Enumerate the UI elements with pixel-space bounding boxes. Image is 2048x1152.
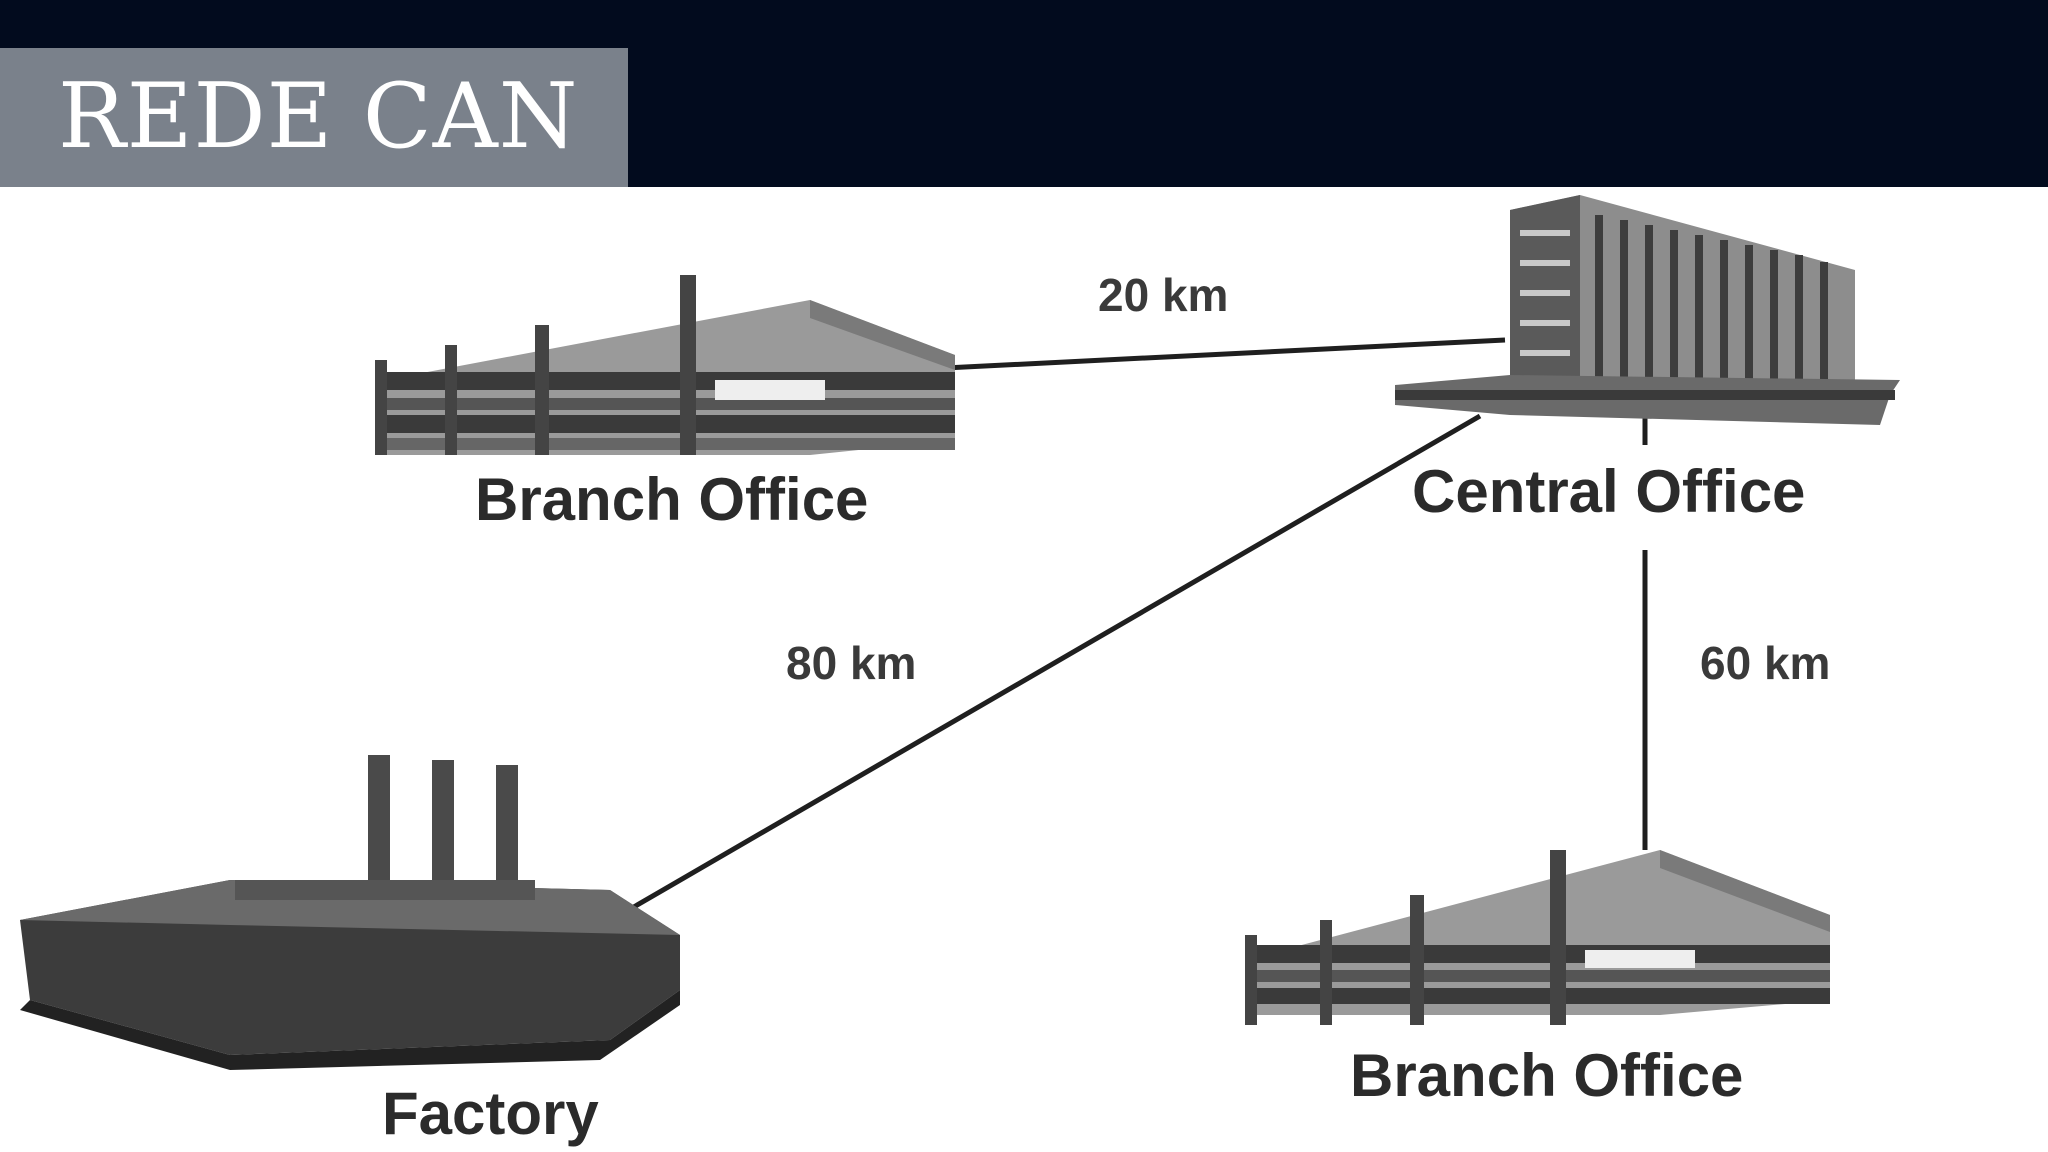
link-factory-central <box>618 413 1482 918</box>
branch-office-bottom-building <box>1245 850 1830 1025</box>
branch-office-bottom-label: Branch Office <box>1350 1042 1744 1109</box>
distance-label-80km: 80 km <box>786 637 917 689</box>
title-box <box>0 48 628 187</box>
branch-office-top-building <box>375 275 955 455</box>
link-branch-central <box>944 337 1506 371</box>
central-office-building <box>1395 195 1900 425</box>
branch-office-top-label: Branch Office <box>475 466 869 533</box>
factory-building <box>20 755 680 1070</box>
factory-label: Factory <box>382 1080 599 1147</box>
distance-label-60km: 60 km <box>1700 637 1831 689</box>
distance-label-20km: 20 km <box>1098 269 1229 321</box>
slide-title: REDE CAN <box>58 64 579 169</box>
central-office-label: Central Office <box>1412 458 1806 525</box>
